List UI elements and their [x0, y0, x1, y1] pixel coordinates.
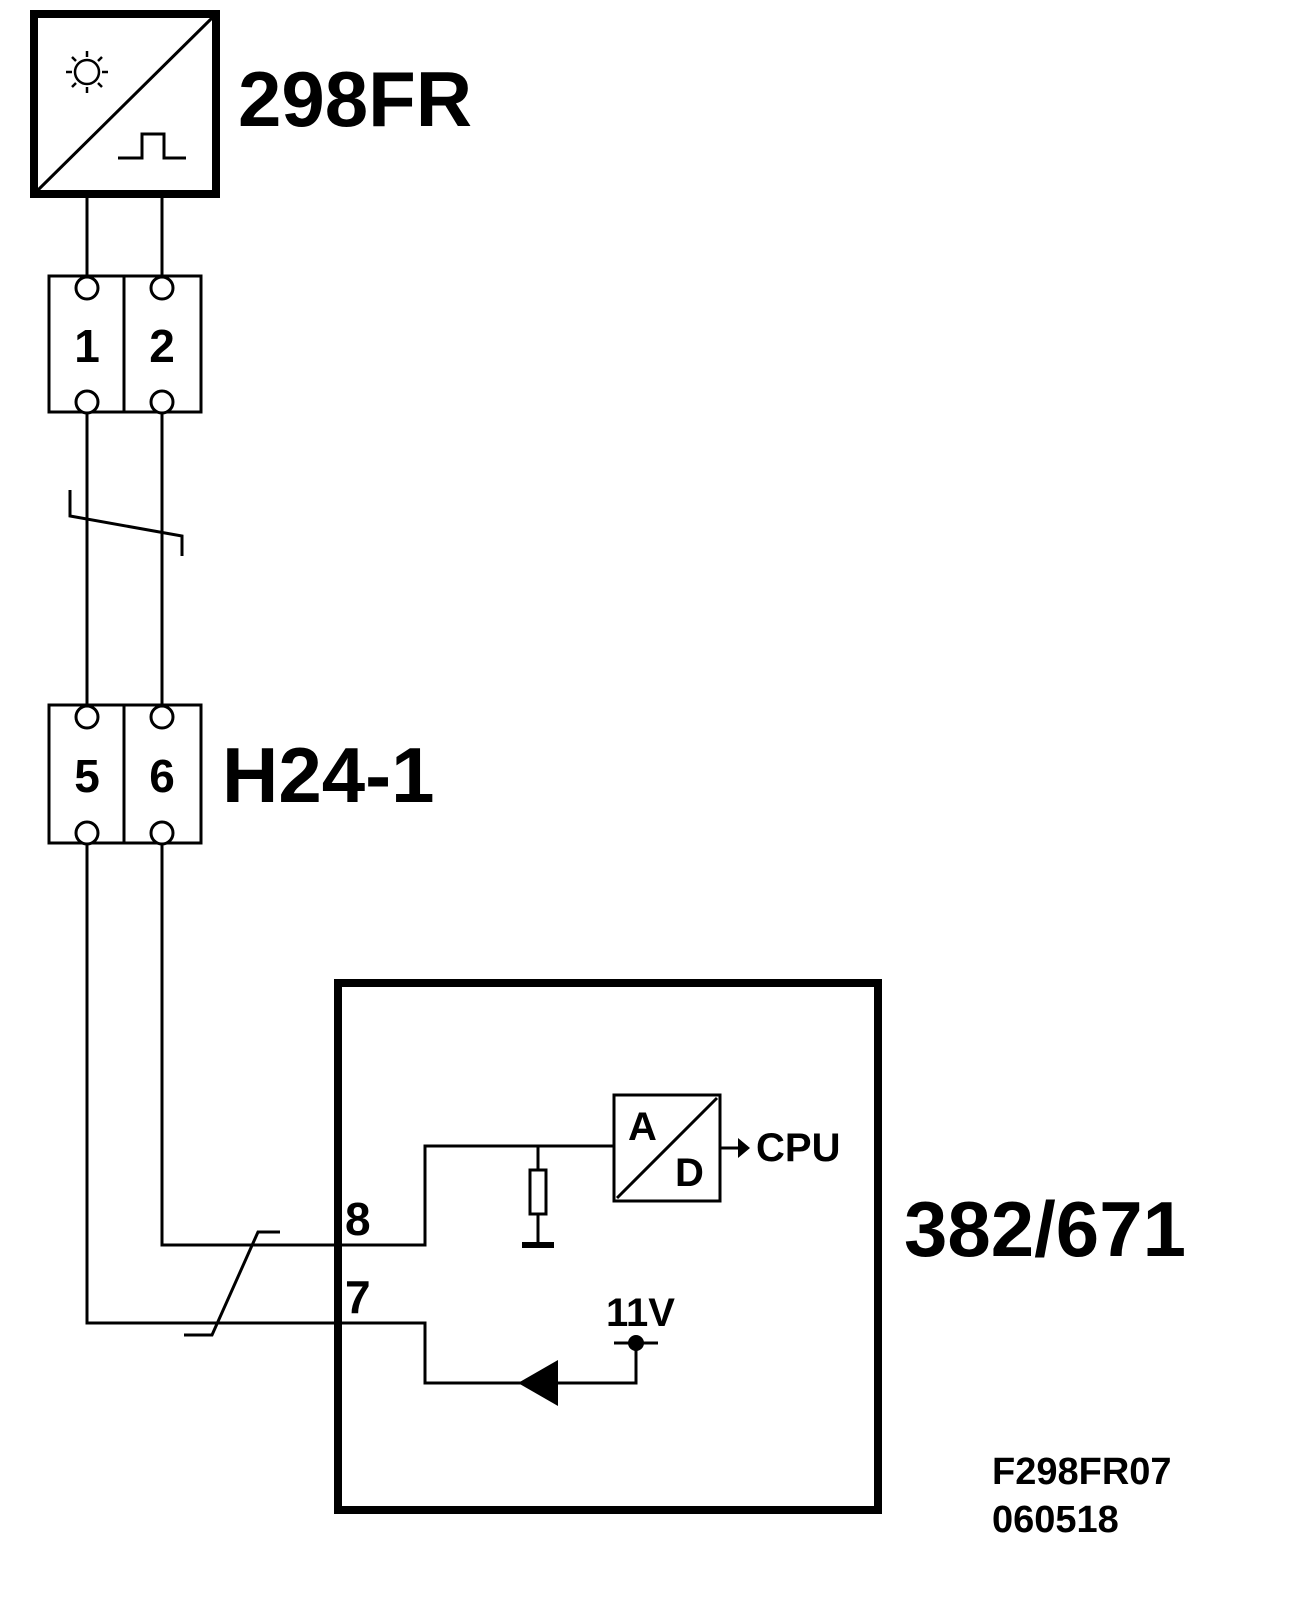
connector-pin-6: 6 [149, 750, 175, 802]
drawing-date: 060518 [992, 1499, 1119, 1541]
sensor-298fr: 298FR [30, 10, 472, 198]
arrow-right-icon [738, 1138, 750, 1158]
supply-voltage-label: 11V [606, 1291, 675, 1335]
module-pin-8: 8 [345, 1193, 371, 1245]
twisted-pair-mark [68, 490, 184, 556]
adc-label-a: A [628, 1105, 657, 1149]
connector-h24-1: 5 6 H24-1 [47, 703, 434, 846]
resistor [528, 1168, 548, 1216]
module-pin-7: 7 [345, 1271, 371, 1323]
connector-label: H24-1 [222, 731, 434, 819]
adc-output-label: CPU [756, 1126, 840, 1170]
twisted-pair-mark-lower [184, 1230, 280, 1337]
sun-icon [66, 51, 108, 93]
pulse-icon [118, 132, 186, 160]
adc-label-d: D [675, 1151, 704, 1195]
module-382-671: 8 7 A D CPU 11V 382/671 [334, 979, 1186, 1514]
drawing-code: F298FR07 [992, 1451, 1172, 1493]
diode-arrow-icon [518, 1360, 558, 1406]
sensor-label: 298FR [238, 55, 472, 143]
connector-pin-5: 5 [74, 750, 100, 802]
adc-converter: A D CPU [612, 1093, 840, 1203]
module-label: 382/671 [904, 1185, 1186, 1273]
connector-top: 1 2 [47, 274, 203, 415]
connector-pin-2: 2 [149, 320, 175, 372]
connector-pin-1: 1 [74, 320, 100, 372]
